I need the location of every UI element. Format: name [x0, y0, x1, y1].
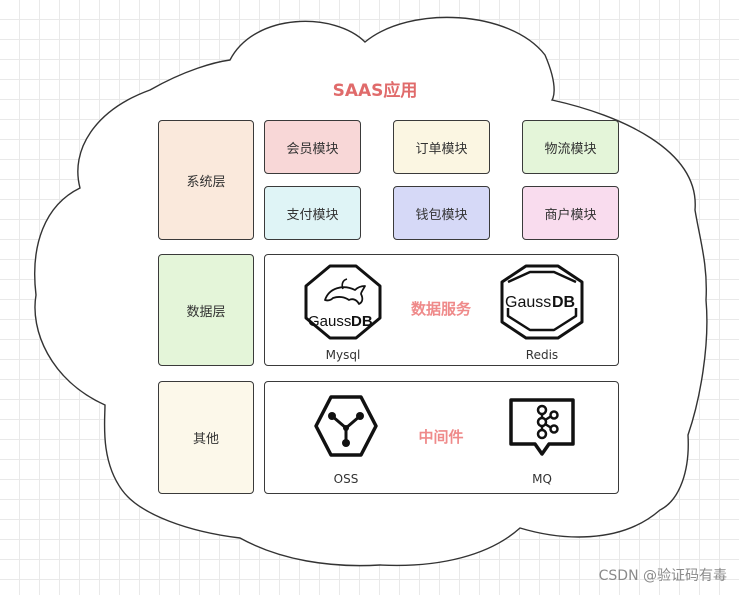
gaussdb-logo-text-b: DB — [351, 313, 373, 330]
data-service-label: 数据服务 — [410, 300, 471, 318]
gaussdb-logo-text-b: DB — [552, 294, 575, 311]
module-label: 钱包模块 — [415, 207, 468, 223]
order-module-box: 订单模块 — [393, 120, 490, 174]
watermark: CSDN @验证码有毒 — [598, 568, 727, 584]
gaussdb-logo-text-a: Gauss — [308, 313, 351, 330]
system-layer-label: 系统层 — [186, 174, 226, 190]
oss-caption: OSS — [333, 472, 359, 486]
gaussdb-logo-text-a: Gauss — [505, 294, 551, 311]
mq-message-icon — [507, 396, 577, 458]
data-layer-label: 数据层 — [186, 304, 226, 320]
wallet-module-box: 钱包模块 — [393, 186, 490, 240]
data-layer-box: 数据层 — [158, 254, 254, 366]
mysql-caption: Mysql — [325, 348, 361, 362]
merchant-module-box: 商户模块 — [522, 186, 619, 240]
other-layer-label: 其他 — [192, 432, 219, 447]
system-layer-box: 系统层 — [158, 120, 254, 240]
diagram-title: SAAS应用 — [332, 81, 418, 101]
module-label: 会员模块 — [286, 141, 339, 157]
member-module-box: 会员模块 — [264, 120, 361, 174]
payment-module-box: 支付模块 — [264, 186, 361, 240]
module-label: 商户模块 — [544, 207, 597, 223]
module-label: 物流模块 — [544, 141, 597, 157]
oss-hexagon-icon — [313, 393, 379, 459]
other-layer-box: 其他 — [158, 381, 254, 494]
module-label: 订单模块 — [415, 141, 468, 157]
middleware-label: 中间件 — [418, 428, 464, 446]
gaussdb-icon: Gauss DB — [500, 264, 584, 340]
redis-caption: Redis — [525, 348, 559, 362]
module-label: 支付模块 — [286, 207, 339, 223]
logistics-module-box: 物流模块 — [522, 120, 619, 174]
mq-caption: MQ — [532, 472, 552, 486]
dolphin-gaussdb-icon: Gauss DB — [303, 264, 383, 340]
